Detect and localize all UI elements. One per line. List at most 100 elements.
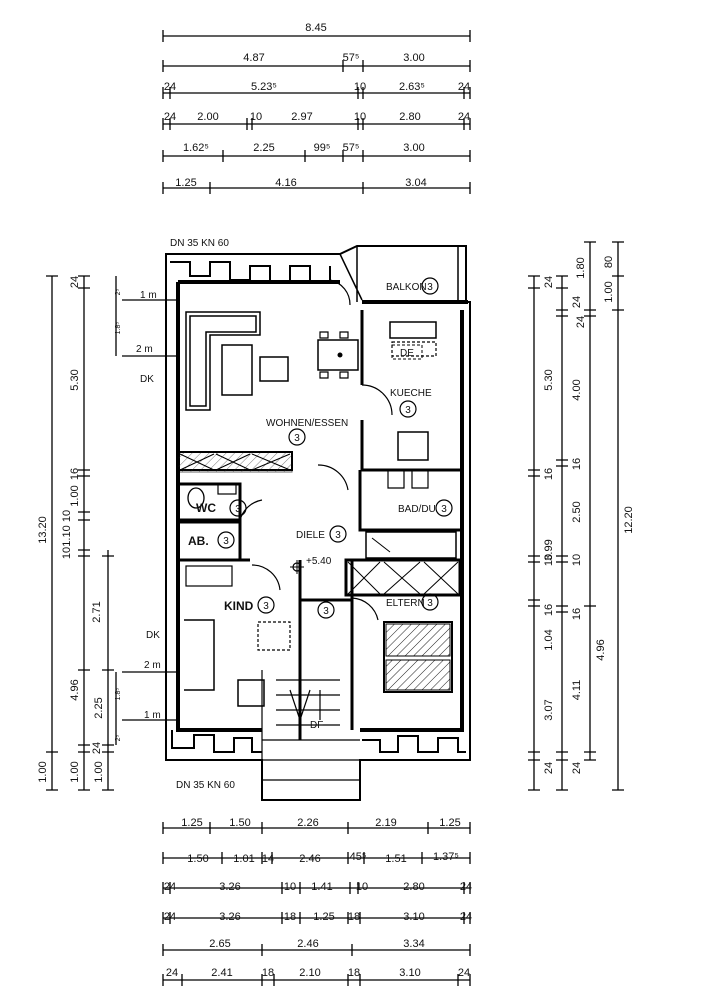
room-diele-circle [329,525,347,543]
left-small-c: 2⁵ [115,735,122,742]
right-a-10: 10 [543,554,555,566]
left-mid-5-30: 5.30 [69,369,81,390]
right-a-3-07: 3.07 [543,699,555,720]
right-a-1-04: 1.04 [543,629,555,650]
bot-dim-1-2: 2.26 [297,817,318,829]
bot-dim-6-6: 24 [458,967,470,979]
bot-dim-6-4: 18 [348,967,360,979]
right-b-24: 24 [571,296,583,308]
room-kueche-circle [399,400,417,418]
room-kind-name: KIND [224,599,254,613]
left-1m-lower: 1 m [144,710,161,721]
right-a-5-30: 5.30 [543,369,555,390]
left-inner-1-00: 1.00 [93,761,105,782]
left-2m-upper: 2 m [136,344,153,355]
left-inner-2-25: 2.25 [93,697,105,718]
top-dim-3-0: 24 [164,81,176,93]
bot-dim-5-0: 2.65 [209,938,230,950]
top-dim-6-2: 3.04 [405,177,426,189]
diele-level: +5.40 [306,556,332,567]
room-kind-num: 3 [263,601,269,612]
top-dim-3-2: 10 [354,81,366,93]
room-kueche-num: 3 [405,405,411,416]
room-balkon-num: 3 [427,282,433,293]
top-dim-5-4: 3.00 [403,142,424,154]
right-b-24b: 24 [571,762,583,774]
bot-dim-3-4: 10 [356,881,368,893]
bot-dim-3-1: 3.26 [219,881,240,893]
bot-dim-3-3: 1.41 [311,881,332,893]
left-mid-1-10: 1.10 [61,525,73,546]
right-c-24: 24 [575,316,587,328]
kitchen-de-label: DE [400,348,414,359]
top-dim-4-0: 24 [164,111,176,123]
bot-dim-4-0: 24 [164,911,176,923]
right-b-16: 16 [571,458,583,470]
top-dim-6-0: 1.25 [175,177,196,189]
right-dimensions [528,241,624,791]
bot-dim-2-5: 1.51 [385,853,406,865]
room-eltern-num: 3 [427,598,433,609]
right-c-4-96: 4.96 [595,639,607,660]
top-dim-4-4: 10 [354,111,366,123]
room-wohnen-name: WOHNEN/ESSEN [266,418,348,429]
bot-dim-4-3: 1.25 [313,911,334,923]
right-a-3-99: 3.99 [543,539,555,560]
bot-dim-2-3: 2.46 [299,853,320,865]
left-mid-24: 24 [69,276,81,288]
right-b-4-11: 4.11 [571,680,583,701]
left-dimensions [46,275,176,791]
right-d-12-20: 12.20 [623,506,635,534]
right-a-16b: 16 [543,604,555,616]
bot-dim-2-0: 1.50 [187,853,208,865]
right-d-80: 80 [603,256,615,268]
left-mid-1-00: 1.00 [69,485,81,506]
left-inner-24: 24 [91,742,103,754]
bot-dim-4-5: 3.10 [403,911,424,923]
right-a-24: 24 [543,276,555,288]
top-dim-4-2: 10 [250,111,262,123]
bot-dim-6-1: 2.41 [211,967,232,979]
top-dim-3-4: 24 [458,81,470,93]
bot-dim-4-6: 24 [460,911,472,923]
bot-dim-4-1: 3.26 [219,911,240,923]
room-bad-num: 3 [441,504,447,515]
bot-dim-2-1: 1.01 [233,853,254,865]
left-outer-1-00: 1.00 [37,761,49,782]
bot-dim-6-5: 3.10 [399,967,420,979]
left-mid-2-71: 2.71 [91,601,103,622]
room-eltern-name: ELTERN [386,598,425,609]
bottom-dimension-labels: 1.25 1.50 2.26 2.19 1.25 1.50 1.01 14 2.… [164,817,472,979]
right-labels: 24 5.30 16 3.99 10 1.04 16 3.07 24 24 4.… [543,256,635,774]
room-diele-name: DIELE [296,530,325,541]
right-b-4-00: 4.00 [571,379,583,400]
top-dim-3-1: 5.23⁵ [251,81,277,93]
left-dk-upper: DK [140,374,154,385]
room-wc-name: WC [196,501,216,515]
room-kueche-name: KUECHE [390,388,432,399]
top-dim-5-1: 2.25 [253,142,274,154]
top-dim-4-6: 24 [458,111,470,123]
top-dim-2-2: 3.00 [403,52,424,64]
right-b-2-50: 2.50 [571,501,583,522]
room-wohnen-circle [288,428,306,446]
left-mid-4-96: 4.96 [69,679,81,700]
room-bad-name: BAD/DU [398,504,436,515]
top-dimensions [162,30,471,194]
top-dimension-labels: 8.45 4.87 57⁵ 3.00 24 5.23⁵ 10 2.63⁵ 24 … [164,22,470,189]
bot-dim-2-2: 14 [262,853,274,865]
room-wohnen-num: 3 [294,433,300,444]
bot-dim-2-6: 1.37⁵ [433,851,459,863]
bottom-dimensions [162,822,471,986]
right-d-1-00: 1.00 [603,281,615,302]
top-dim-4-3: 2.97 [291,111,312,123]
top-dim-5-2: 99⁵ [314,142,331,154]
right-b-10: 10 [571,554,583,566]
left-small-a: 2⁵ [115,289,122,296]
room-balkon-name: BALKON [386,282,427,293]
bot-dim-1-0: 1.25 [181,817,202,829]
bot-dim-1-1: 1.50 [229,817,250,829]
right-b-16b: 16 [571,608,583,620]
left-mid-16: 16 [69,468,81,480]
